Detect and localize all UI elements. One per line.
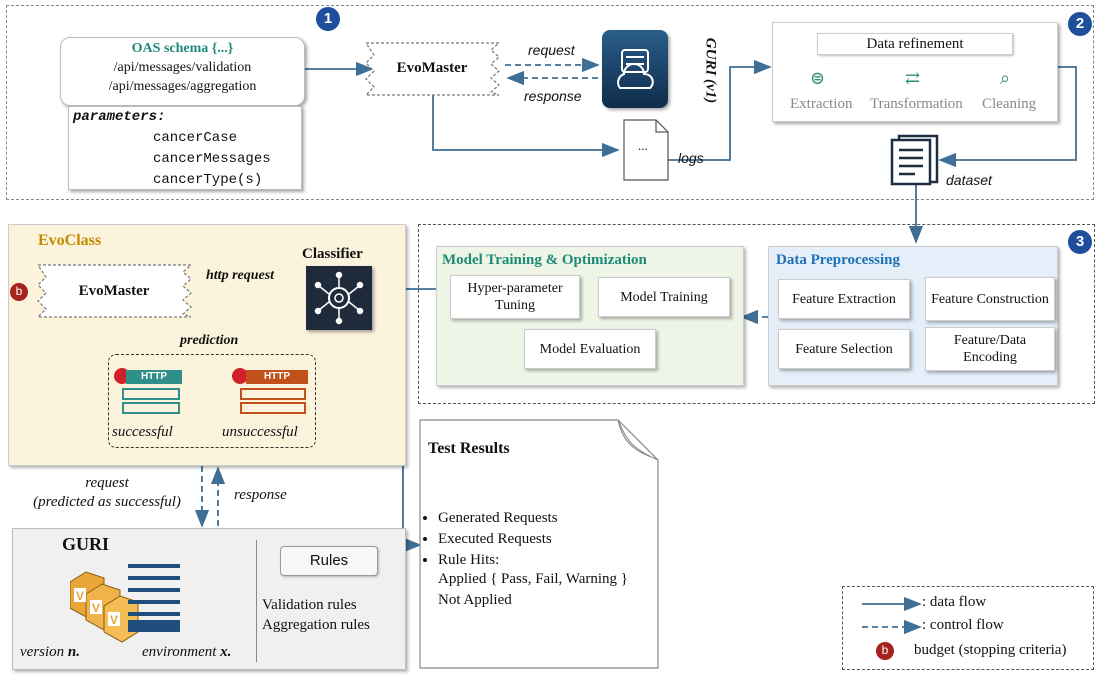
validation-rules-label: Validation rules bbox=[262, 597, 357, 613]
predicted-successful-label: (predicted as successful) bbox=[33, 494, 181, 510]
oas-path: /api/messages/aggregation bbox=[108, 79, 257, 94]
dataset-label: dataset bbox=[946, 172, 992, 188]
model-training-box: Model Training bbox=[598, 277, 730, 317]
feature-data-encoding-box: Feature/Data Encoding bbox=[925, 327, 1055, 371]
legend-budget-label: budget (stopping criteria) bbox=[914, 642, 1067, 658]
hyper-parameter-tuning-box: Hyper-parameter Tuning bbox=[450, 275, 580, 319]
oas-parameters-card: parameters: cancerCase cancerMessages ca… bbox=[68, 106, 302, 190]
evoclass-panel bbox=[8, 224, 406, 466]
oas-schema-card: OAS schema {...} /api/messages/validatio… bbox=[60, 37, 305, 106]
http-fail-icon: HTTP bbox=[232, 368, 314, 420]
test-results-title: Test Results bbox=[428, 440, 510, 457]
version-cubes-icon: V V V bbox=[70, 571, 139, 643]
legend-data-flow: : data flow bbox=[922, 594, 987, 610]
data-refinement-title: Data refinement bbox=[817, 33, 1013, 55]
oas-path: /api/messages/validation bbox=[113, 60, 252, 75]
parameter-item: cancerCase bbox=[153, 130, 238, 146]
prediction-box bbox=[108, 354, 316, 448]
cleaning-icon: ⌕ bbox=[1000, 68, 1011, 88]
rules-button: Rules bbox=[280, 546, 378, 576]
evomaster-evoclass-node bbox=[36, 264, 193, 318]
test-results-list: Generated Requests Executed Requests Rul… bbox=[418, 508, 558, 571]
request-label-2: request bbox=[85, 475, 129, 491]
applied-label: Applied { Pass, Fail, Warning } bbox=[438, 571, 628, 587]
data-preprocessing-title: Data Preprocessing bbox=[776, 252, 901, 268]
svg-text:V: V bbox=[92, 601, 100, 615]
environment-label: environment x. bbox=[142, 644, 231, 661]
parameters-label: parameters: bbox=[73, 109, 166, 125]
oas-schema-title: OAS schema {...} bbox=[131, 41, 234, 56]
request-predicted-label: request (predicted as successful) bbox=[14, 474, 200, 512]
svg-text:V: V bbox=[110, 613, 118, 627]
refine-step-extraction: Extraction bbox=[790, 96, 853, 112]
parameter-item: cancerType(s) bbox=[153, 172, 263, 188]
transformation-icon: ⇄ bbox=[905, 68, 921, 88]
test-results-item: Executed Requests bbox=[438, 529, 558, 550]
model-evaluation-box: Model Evaluation bbox=[524, 329, 656, 369]
test-results-item: Rule Hits: bbox=[438, 550, 558, 571]
version-label: version n. bbox=[20, 644, 80, 661]
dataset-icon bbox=[890, 134, 939, 186]
version-n: n. bbox=[67, 644, 81, 660]
http-request-label: http request bbox=[206, 268, 275, 283]
guri-v1-server-icon bbox=[602, 30, 668, 108]
evomaster-evoclass-label: EvoMaster bbox=[78, 283, 150, 299]
environment-list-icon bbox=[128, 564, 180, 632]
http-fail-badge: HTTP bbox=[246, 370, 308, 384]
guri-title: GURI bbox=[62, 534, 110, 554]
classifier-icon bbox=[306, 266, 372, 330]
http-success-badge: HTTP bbox=[126, 370, 182, 384]
unsuccessful-label: unsuccessful bbox=[222, 424, 298, 440]
legend-box bbox=[842, 586, 1094, 670]
feature-selection-box: Feature Selection bbox=[778, 329, 910, 369]
http-success-icon: HTTP bbox=[114, 368, 186, 420]
prediction-label: prediction bbox=[180, 333, 239, 348]
logs-document-dots: ... bbox=[638, 138, 648, 153]
guri-divider bbox=[256, 540, 257, 662]
test-results-document bbox=[419, 419, 659, 669]
guri-v1-label: GURI (v1) bbox=[702, 37, 719, 104]
aggregation-rules-label: Aggregation rules bbox=[262, 617, 370, 633]
refine-step-cleaning: Cleaning bbox=[982, 96, 1037, 112]
model-training-title: Model Training & Optimization bbox=[442, 252, 647, 268]
environment-text: environment bbox=[142, 644, 217, 660]
evomaster-top-node bbox=[364, 42, 501, 96]
stage-2-badge: 2 bbox=[1068, 12, 1092, 36]
budget-marker: b bbox=[10, 283, 28, 301]
refine-step-transformation: Transformation bbox=[870, 96, 963, 112]
logs-document-icon bbox=[623, 119, 669, 181]
evoclass-title: EvoClass bbox=[38, 232, 102, 249]
environment-x: x. bbox=[220, 644, 232, 660]
extraction-icon: ⊜ bbox=[810, 68, 826, 88]
stage-3-region bbox=[418, 224, 1095, 404]
feature-extraction-box: Feature Extraction bbox=[778, 279, 910, 319]
stage-1-2-region bbox=[6, 5, 1094, 200]
logs-label: logs bbox=[678, 150, 704, 166]
evomaster-top-label: EvoMaster bbox=[396, 60, 468, 76]
test-results-item: Generated Requests bbox=[438, 508, 558, 529]
legend-control-flow: : control flow bbox=[922, 617, 1004, 633]
response-label: response bbox=[524, 88, 582, 104]
version-text: version bbox=[20, 644, 65, 660]
parameter-item: cancerMessages bbox=[153, 151, 271, 167]
request-label: request bbox=[528, 42, 575, 58]
svg-text:V: V bbox=[76, 589, 84, 603]
not-applied-label: Not Applied bbox=[438, 592, 512, 608]
stage-1-badge: 1 bbox=[316, 7, 340, 31]
data-refinement-panel: Data refinement bbox=[772, 22, 1058, 122]
successful-label: successful bbox=[112, 424, 173, 440]
legend-budget-marker: b bbox=[876, 642, 894, 660]
classifier-label: Classifier bbox=[302, 246, 363, 262]
stage-3-badge: 3 bbox=[1068, 230, 1092, 254]
response-label-2: response bbox=[234, 487, 287, 503]
feature-construction-box: Feature Construction bbox=[925, 277, 1055, 321]
